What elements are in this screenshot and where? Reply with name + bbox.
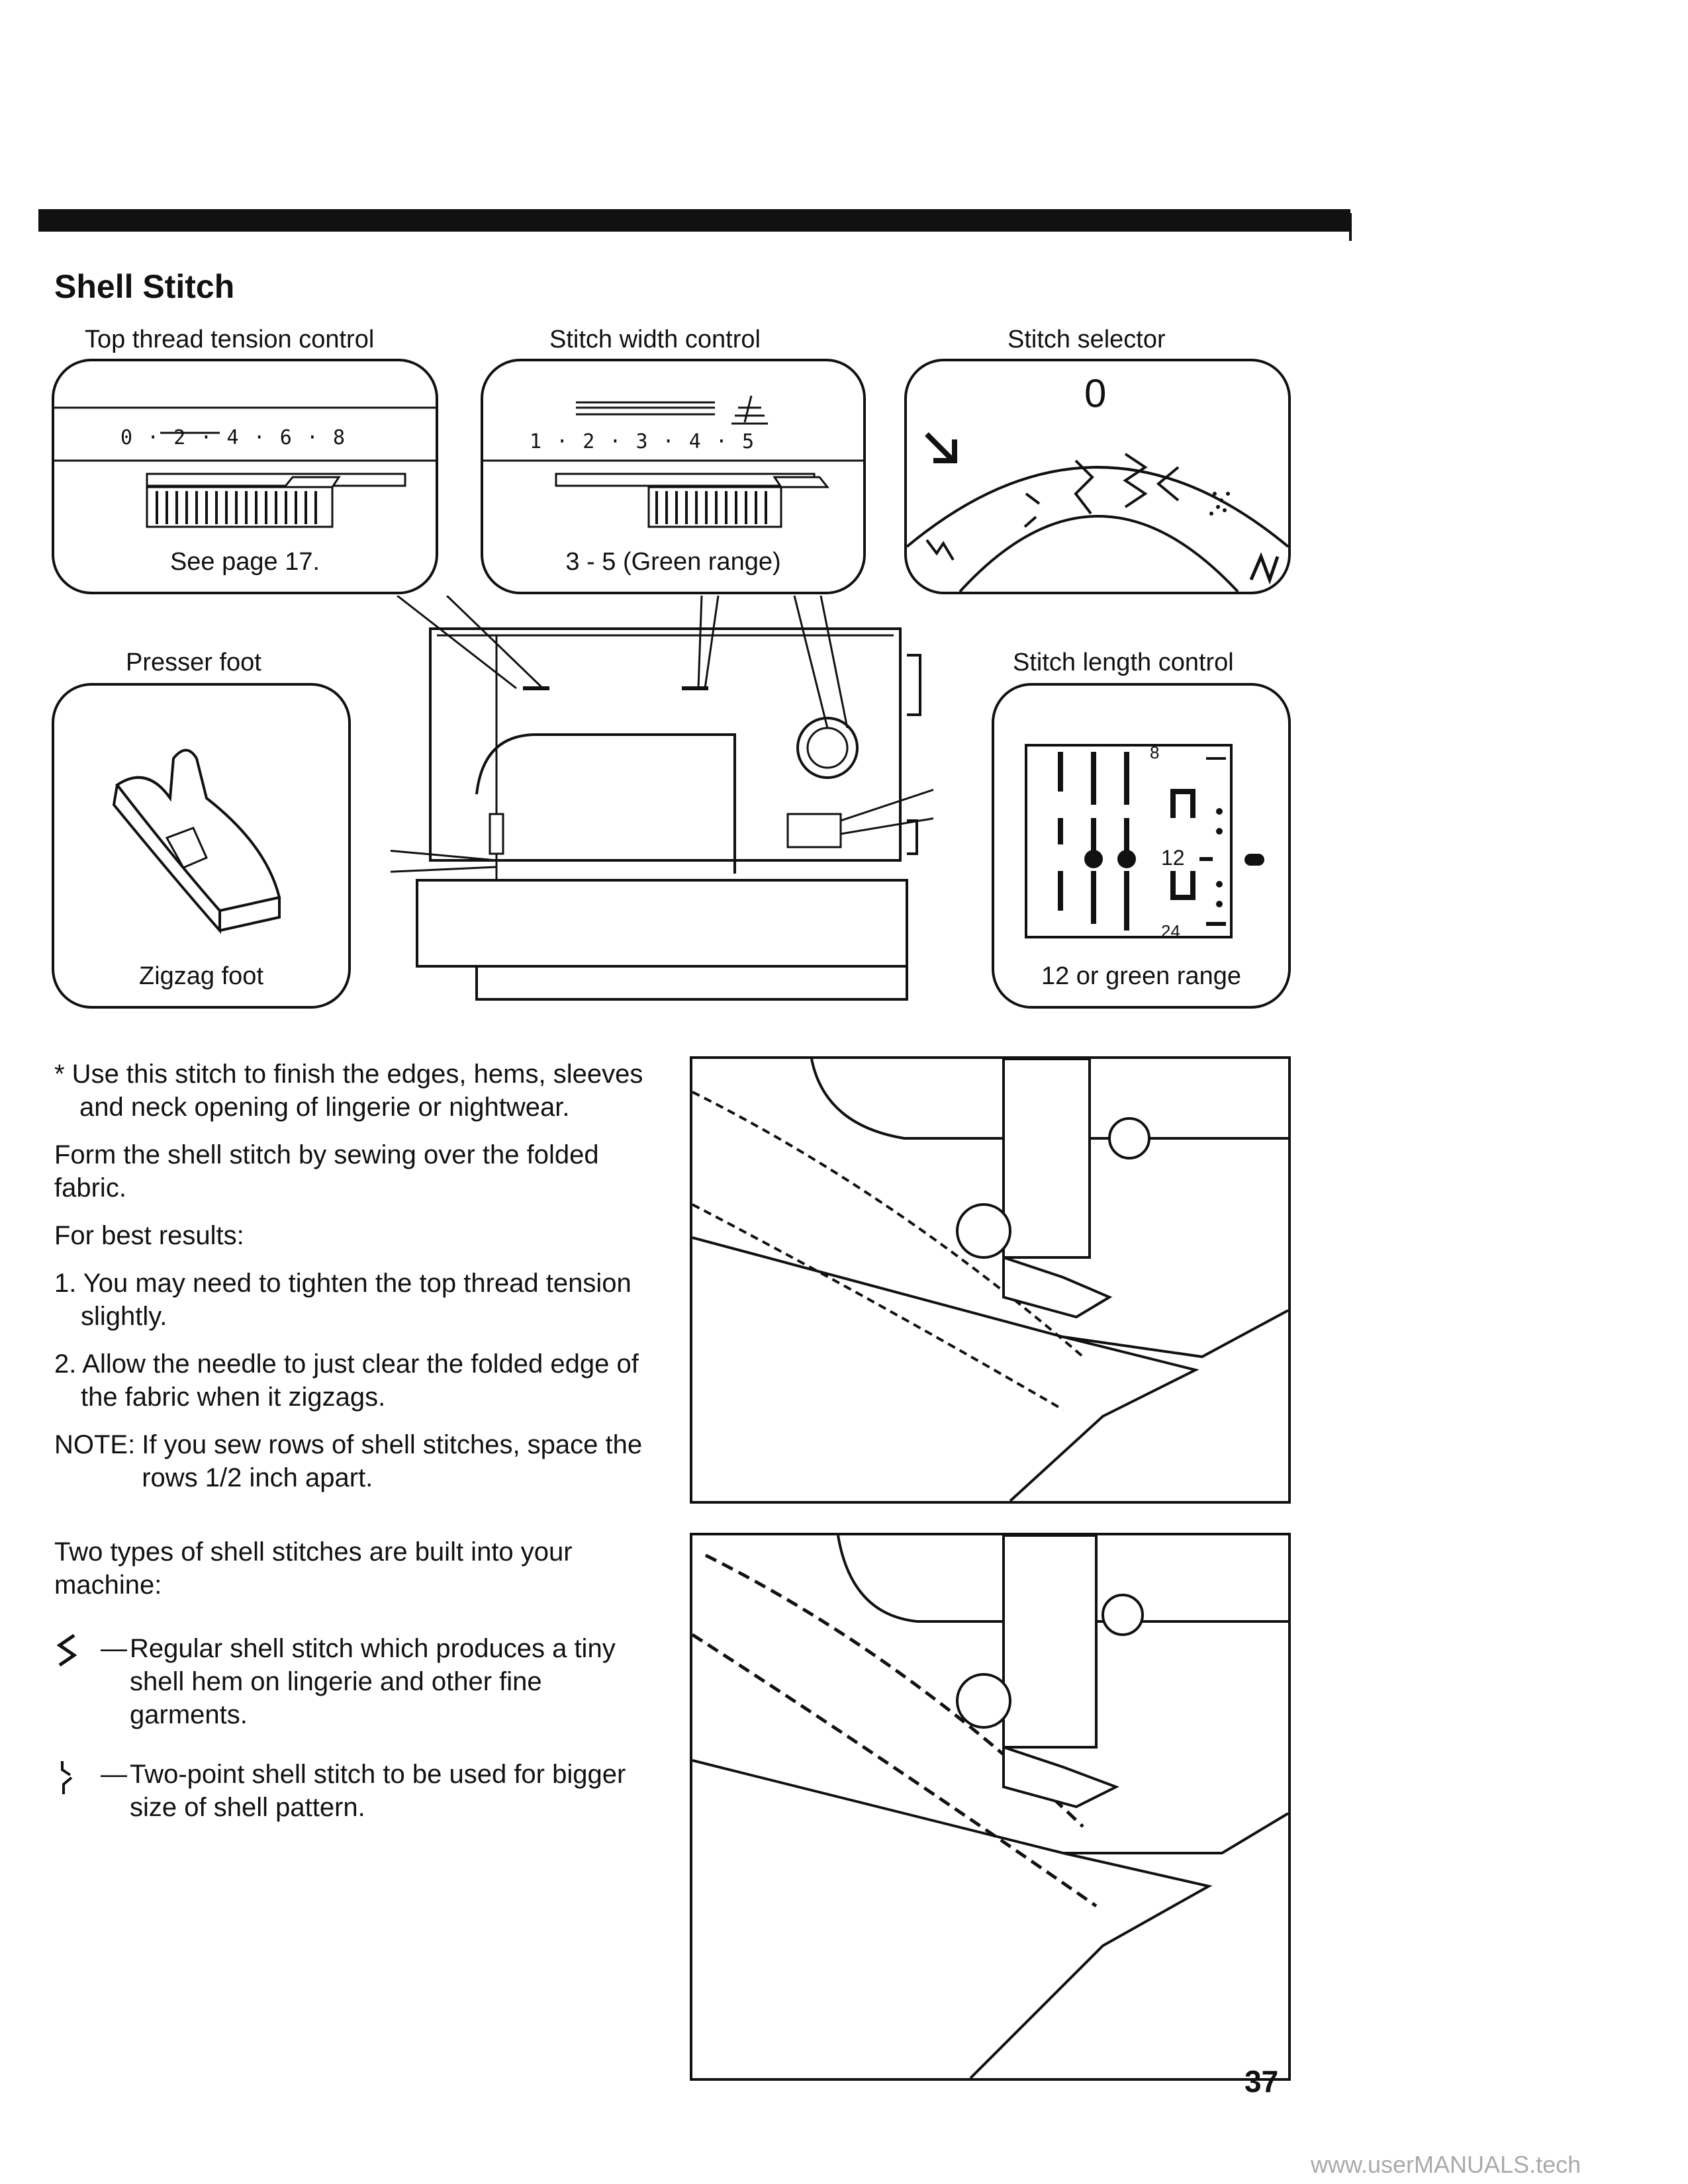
dash: — [101, 1760, 127, 1789]
step-2: 2. Allow the needle to just clear the fo… [54, 1349, 639, 1412]
section-title: Shell Stitch [54, 268, 235, 305]
width-dial-scale: 1 · 2 · 3 · 4 · 5 [530, 430, 756, 453]
tension-control-callout: 0 · 2 · 4 · 6 · 8 See page 17. [52, 359, 438, 594]
shell-stitch-sewing-illustration-1 [690, 1056, 1291, 1504]
step-1: 1. You may need to tighten the top threa… [54, 1269, 632, 1331]
regular-shell-stitch-text: Regular shell stitch which produces a ti… [130, 1634, 616, 1729]
arrow-indicator-icon [925, 432, 957, 463]
stitch-selector-label: Stitch selector [1008, 326, 1166, 353]
types-paragraph: Two types of shell stitches are built in… [54, 1537, 573, 1600]
selector-mark: 0 [1084, 371, 1107, 416]
instructions-text: * Use this stitch to finish the edges, h… [54, 1058, 643, 1824]
width-caption: 3 - 5 (Green range) [565, 548, 781, 576]
shell-stitch-sewing-illustration-2 [690, 1533, 1291, 2081]
presser-foot-callout: Zigzag foot [52, 683, 351, 1009]
stitch-length-caption: 12 or green range [1041, 962, 1242, 990]
dash: — [101, 1634, 127, 1663]
page-number: 37 [1244, 2064, 1279, 2099]
tree-icon [731, 395, 768, 425]
form-paragraph: Form the shell stitch by sewing over the… [54, 1140, 599, 1203]
stitch-length-dial [1025, 744, 1264, 938]
header-rule-tick [1349, 213, 1352, 241]
length-dial-bottom: 24 [1161, 921, 1180, 941]
stitch-selector-dial [907, 432, 1288, 592]
tension-dial-scale: 0 · 2 · 4 · 6 · 8 [120, 426, 347, 449]
regular-shell-stitch-icon [56, 1633, 77, 1667]
note-block: NOTE: If you sew rows of shell stitches,… [54, 1428, 643, 1494]
intro-paragraph: * Use this stitch to finish the edges, h… [54, 1060, 643, 1122]
stitch-length-label: Stitch length control [1013, 649, 1234, 676]
two-point-shell-stitch-text: Two-point shell stitch to be used for bi… [130, 1760, 626, 1822]
sewing-machine-illustration [391, 596, 933, 1001]
tension-dial-illustration [54, 406, 436, 528]
width-control-callout: 1 · 2 · 3 · 4 · 5 3 - 5 (Green range) [481, 359, 866, 594]
stitch-length-callout: 8 12 24 12 or green range [992, 683, 1291, 1009]
header-rule [38, 209, 1350, 232]
stitch-selector-callout: 0 [904, 359, 1291, 594]
presser-foot-caption: Zigzag foot [139, 962, 263, 990]
width-control-label: Stitch width control [549, 326, 761, 353]
note-label: NOTE: [54, 1430, 136, 1459]
best-results-heading: For best results: [54, 1221, 244, 1250]
watermark: www.userMANUALS.tech [1311, 2151, 1581, 2178]
tension-caption: See page 17. [169, 548, 320, 576]
two-point-shell-stitch-item: — Two-point shell stitch to be used for … [54, 1758, 643, 1824]
width-dial-illustration [483, 395, 863, 528]
length-dial-top: 8 [1150, 743, 1160, 762]
length-dial-mid: 12 [1161, 846, 1185, 870]
regular-shell-stitch-item: — Regular shell stitch which produces a … [54, 1632, 643, 1731]
presser-foot-label: Presser foot [126, 649, 261, 676]
two-point-shell-stitch-icon [61, 1761, 73, 1794]
tension-control-label: Top thread tension control [85, 326, 375, 353]
note-text: If you sew rows of shell stitches, space… [142, 1430, 643, 1492]
zigzag-foot-illustration [112, 749, 281, 934]
